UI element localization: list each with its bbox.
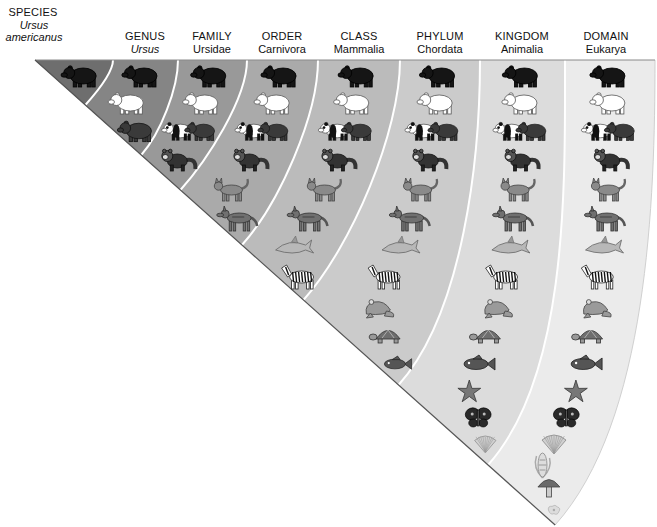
- organism-icon: [458, 380, 481, 402]
- taxon-name: Animalia: [501, 43, 543, 55]
- organism-icon: [581, 265, 613, 289]
- organism-icon: [254, 93, 289, 114]
- rank-band: [35, 60, 565, 465]
- rank-labels: SPECIESUrsus americanus GENUSUrsus FAMILYU…: [0, 0, 657, 60]
- organism-icon: [581, 122, 634, 140]
- organism-icon: [419, 66, 454, 87]
- organism-icon: [334, 93, 369, 114]
- organism-icon: [405, 122, 458, 140]
- rank-heading: CLASS: [340, 30, 377, 42]
- organism-icon: [493, 122, 546, 140]
- organism-icon: [485, 300, 513, 318]
- rank-heading: FAMILY: [192, 30, 232, 42]
- wedge-outer-edge: [555, 60, 655, 525]
- wedge-diagonal-edge: [35, 60, 555, 525]
- band-divider: [303, 60, 400, 300]
- organism-icon: [591, 178, 625, 201]
- organism-icon: [384, 356, 411, 369]
- rank-band: [35, 60, 113, 105]
- band-divider: [242, 60, 318, 245]
- organism-icon: [584, 206, 625, 231]
- rank-band: [35, 60, 247, 190]
- organism-icon: [590, 93, 625, 114]
- organism-icon: [117, 121, 151, 142]
- rank-heading: SPECIES: [8, 6, 57, 18]
- organism-icon: [590, 66, 625, 87]
- organism-icon: [548, 505, 559, 514]
- rank-band: [35, 60, 318, 245]
- organism-icon: [191, 66, 226, 87]
- organism-icon: [464, 355, 495, 370]
- band-divider: [399, 60, 480, 385]
- organism-icon: [282, 265, 314, 289]
- organism-icon: [413, 149, 447, 171]
- organism-icon: [501, 178, 535, 201]
- organism-icon: [162, 149, 196, 171]
- taxon-name: Mammalia: [334, 43, 385, 55]
- organism-icon: [287, 206, 328, 231]
- organism-icon: [234, 149, 268, 171]
- organism-icon: [366, 300, 394, 318]
- organism-icon: [162, 122, 215, 140]
- rank-heading: GENUS: [125, 30, 165, 42]
- organism-icon: [469, 330, 500, 343]
- taxon-name: Eukarya: [586, 43, 626, 55]
- rank-heading: KINGDOM: [495, 30, 549, 42]
- organism-icon: [214, 178, 248, 201]
- organism-icon: [505, 149, 539, 171]
- organism-icon: [368, 265, 400, 289]
- taxon-name: Carnivora: [258, 43, 306, 55]
- rank-band: [35, 60, 178, 155]
- organism-icon: [552, 406, 581, 427]
- rank-band: [35, 60, 655, 525]
- organism-icon: [492, 236, 530, 253]
- organism-icon: [322, 149, 356, 171]
- organism-icon: [261, 66, 296, 87]
- organism-icon: [464, 406, 493, 427]
- organism-icon: [108, 93, 143, 114]
- organism-icon: [338, 66, 373, 87]
- organism-icon: [217, 206, 258, 231]
- band-divider: [180, 60, 247, 190]
- organism-icon: [389, 206, 430, 231]
- organism-icon: [276, 236, 314, 253]
- organism-icon: [493, 206, 534, 231]
- organism-icon: [404, 178, 438, 201]
- organism-icon: [382, 236, 420, 253]
- band-divider: [488, 60, 565, 465]
- organism-icon: [486, 265, 518, 289]
- organism-icon: [318, 122, 371, 140]
- organism-icon: [571, 355, 602, 370]
- rank-heading: DOMAIN: [583, 30, 628, 42]
- organism-icon: [502, 66, 537, 87]
- taxon-name: Ursidae: [193, 43, 231, 55]
- organism-icon: [307, 178, 341, 201]
- organism-icon: [475, 436, 496, 453]
- rank-band: [35, 60, 400, 300]
- taxon-name: Chordata: [417, 43, 462, 55]
- rank-band: [35, 60, 480, 385]
- organism-icon: [183, 93, 218, 114]
- organism-icon: [594, 149, 628, 171]
- organism-icon: [538, 480, 560, 498]
- rank-heading: PHYLUM: [416, 30, 463, 42]
- organism-icon: [61, 66, 96, 87]
- organism-icon: [586, 236, 624, 253]
- taxon-name: Ursus americanus: [2, 19, 66, 43]
- organism-icon: [542, 435, 566, 454]
- wedge-top-edge: [35, 60, 655, 61]
- organism-icon: [565, 380, 588, 402]
- organism-icon: [122, 66, 157, 87]
- organism-icon: [535, 453, 550, 478]
- rank-heading: ORDER: [262, 30, 303, 42]
- organism-icon: [572, 330, 603, 343]
- taxon-name: Ursus: [131, 43, 160, 55]
- organism-icon: [502, 93, 537, 114]
- organism-icon: [369, 330, 400, 343]
- organism-icon: [235, 122, 288, 140]
- organism-icon: [583, 300, 611, 318]
- organism-icon: [417, 93, 452, 114]
